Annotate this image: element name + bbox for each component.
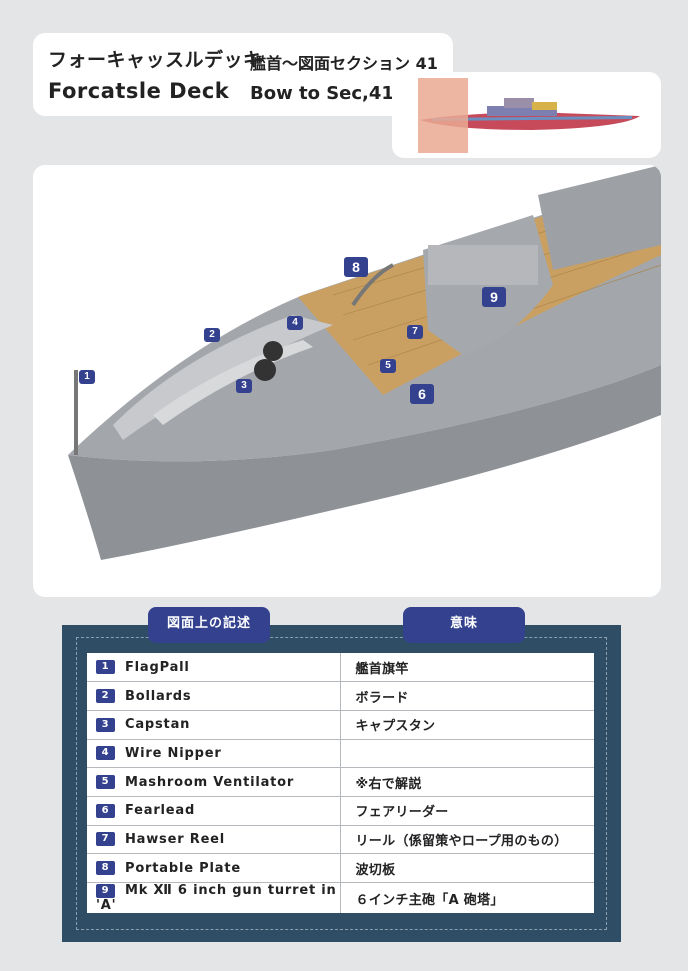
table-row: 4 Wire Nipper (87, 739, 594, 769)
term-cell: 3 Capstan (87, 710, 341, 740)
term-cell: 5 Mashroom Ventilator (87, 767, 341, 797)
row-number-badge: 2 (96, 689, 115, 704)
table-row: 7 Hawser Reel リール（係留策やロープ用のもの） (87, 825, 594, 855)
table-row: 8 Portable Plate 波切板 (87, 853, 594, 883)
ship-silhouette-icon (418, 78, 640, 153)
row-number-badge: 4 (96, 746, 115, 761)
legend-table: 1 FlagPall 艦首旗竿 2 Bollards ボラード 3 Capstan キャプスタン… (87, 653, 594, 913)
term-text: Capstan (125, 717, 191, 733)
term-cell: 7 Hawser Reel (87, 825, 341, 855)
title-box: フォーキャッスルデッキ 艦首～図面セクション 41 Forcatsle Deck… (33, 33, 453, 116)
row-number-badge: 5 (96, 775, 115, 790)
row-number-badge: 1 (96, 660, 115, 675)
row-number-badge: 7 (96, 832, 115, 847)
row-number-badge: 8 (96, 861, 115, 876)
ship-overview-thumbnail (392, 72, 661, 158)
term-text: FlagPall (125, 659, 190, 675)
forecastle-render (68, 165, 661, 560)
callout-5: 5 (380, 359, 396, 373)
term-cell: 1 FlagPall (87, 653, 341, 683)
row-number-badge: 3 (96, 717, 115, 732)
term-text: Portable Plate (125, 860, 241, 876)
meaning-cell: ※右で解説 (340, 767, 594, 797)
table-row: 1 FlagPall 艦首旗竿 (87, 653, 594, 683)
header-description: 図面上の記述 (148, 607, 270, 643)
meaning-cell: リール（係留策やロープ用のもの） (340, 825, 594, 855)
callout-7: 7 (407, 325, 423, 339)
term-cell: 8 Portable Plate (87, 853, 341, 883)
table-row: 2 Bollards ボラード (87, 681, 594, 711)
meaning-cell: フェアリーダー (340, 796, 594, 826)
term-cell: 2 Bollards (87, 681, 341, 711)
term-cell: 4 Wire Nipper (87, 739, 341, 769)
callout-2: 2 (204, 328, 220, 342)
callout-8: 8 (344, 257, 368, 277)
frame-border (76, 637, 607, 930)
term-text: Wire Nipper (125, 745, 222, 761)
meaning-cell: キャプスタン (340, 710, 594, 740)
row-number-badge: 9 (96, 883, 115, 898)
meaning-cell: 波切板 (340, 853, 594, 883)
callout-9: 9 (482, 287, 506, 307)
meaning-cell: ボラード (340, 681, 594, 711)
callout-1: 1 (79, 370, 95, 384)
term-text: Hawser Reel (125, 831, 226, 847)
term-text: Mk Ⅻ 6 inch gun turret in 'A' (96, 883, 337, 913)
ship-illustration: 1 2 3 4 5 6 7 8 9 (33, 165, 661, 597)
title-en: Forcatsle Deck (48, 79, 230, 103)
meaning-cell (340, 739, 594, 769)
term-cell: 6 Fearlead (87, 796, 341, 826)
subtitle-jp: 艦首～図面セクション 41 (250, 54, 438, 73)
callout-4: 4 (287, 316, 303, 330)
row-number-badge: 6 (96, 803, 115, 818)
subtitle-en: Bow to Sec,41 (250, 83, 394, 104)
term-text: Mashroom Ventilator (125, 774, 295, 790)
table-row: 3 Capstan キャプスタン (87, 710, 594, 740)
callout-3: 3 (236, 379, 252, 393)
table-row: 5 Mashroom Ventilator ※右で解説 (87, 767, 594, 797)
table-row: 6 Fearlead フェアリーダー (87, 796, 594, 826)
meaning-cell: ６インチ主砲「A 砲塔」 (355, 892, 504, 908)
term-text: Fearlead (125, 803, 196, 819)
title-jp: フォーキャッスルデッキ (48, 49, 263, 71)
callout-6: 6 (410, 384, 434, 404)
meaning-cell: 艦首旗竿 (340, 653, 594, 683)
term-text: Bollards (125, 688, 192, 704)
header-meaning: 意味 (403, 607, 525, 643)
